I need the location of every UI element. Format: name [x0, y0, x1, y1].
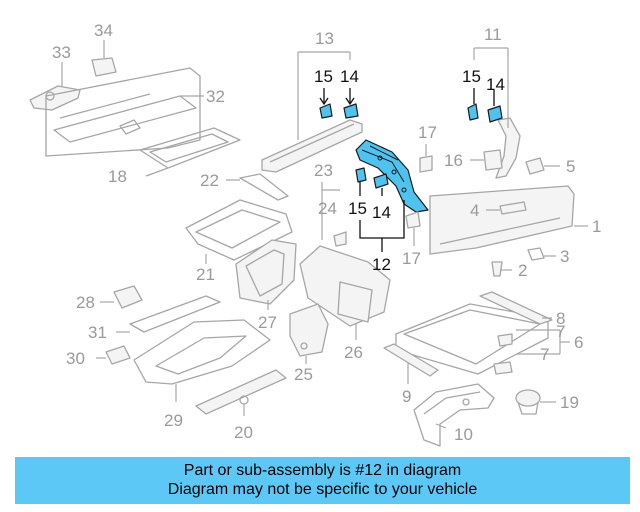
- part-20-bar: [195, 369, 287, 416]
- part-2-clip: [491, 261, 512, 277]
- callout-17-upper: 17: [418, 123, 437, 142]
- part-8-strip: [479, 291, 553, 325]
- part-12-highlighted-panel: [355, 139, 429, 213]
- callout-27: 27: [258, 313, 277, 332]
- part-29-floor-mat: [133, 319, 271, 402]
- part-26-panel: [299, 245, 391, 340]
- part-21-tray: [185, 199, 293, 264]
- clip-15-left: [319, 88, 333, 119]
- callout-22: 22: [200, 171, 219, 190]
- part-13-rail: [261, 51, 363, 173]
- callout-9: 9: [402, 387, 411, 406]
- callout-23: 23: [314, 161, 333, 180]
- clip-14-right: [487, 90, 503, 123]
- clip-15-right: [467, 88, 479, 121]
- part-27-side-trim: [235, 239, 297, 310]
- callout-15-left: 15: [314, 67, 333, 86]
- clip-14-left: [343, 88, 359, 119]
- callout-32: 32: [206, 87, 225, 106]
- callout-21: 21: [196, 265, 215, 284]
- part-7-clip: [493, 333, 513, 375]
- bracket-12: [359, 200, 405, 252]
- part-24-clip: [333, 231, 347, 247]
- callout-14-left: 14: [340, 67, 359, 86]
- callout-15-right: 15: [462, 67, 481, 86]
- callout-6: 6: [574, 333, 583, 352]
- callout-1: 1: [592, 217, 601, 236]
- part-22-strip: [226, 173, 289, 201]
- clip-15-center: [355, 167, 367, 196]
- part-info-banner: Part or sub-assembly is #12 in diagram D…: [15, 457, 630, 504]
- part-18-panel: [139, 127, 241, 177]
- callout-5: 5: [566, 157, 575, 176]
- callout-14-right: 14: [486, 75, 505, 94]
- callout-3: 3: [560, 247, 569, 266]
- part-1-rear-panel: [429, 185, 588, 255]
- callout-34: 34: [94, 21, 113, 40]
- callout-14-center: 14: [372, 203, 391, 222]
- part-17-upper: [419, 144, 433, 173]
- callout-19: 19: [560, 393, 579, 412]
- clip-14-center: [373, 173, 389, 196]
- part-5-clip: [525, 157, 560, 175]
- callout-24: 24: [318, 199, 337, 218]
- part-19-bumper-stop: [515, 389, 556, 415]
- part-9-sill: [383, 343, 439, 384]
- callout-16: 16: [444, 151, 463, 170]
- part-23-bracket: [321, 182, 340, 240]
- callout-17-lower: 17: [402, 249, 421, 268]
- callout-30: 30: [66, 349, 85, 368]
- banner-line-2: Diagram may not be specific to your vehi…: [167, 481, 478, 498]
- callout-31: 31: [88, 323, 107, 342]
- part-33-bracket: [29, 62, 81, 111]
- callout-8: 8: [556, 309, 565, 328]
- callout-26: 26: [344, 343, 363, 362]
- callout-12: 12: [372, 255, 391, 274]
- callout-25: 25: [294, 365, 313, 384]
- part-30-clip: [96, 345, 131, 365]
- callout-15-center: 15: [348, 199, 367, 218]
- part-28-box: [100, 285, 143, 309]
- part-17-lower: [405, 211, 421, 246]
- callout-10: 10: [454, 425, 473, 444]
- callout-20: 20: [234, 423, 253, 442]
- callout-4: 4: [470, 201, 479, 220]
- part-31-mat: [116, 295, 221, 333]
- part-32-shelf-frame: [45, 67, 204, 157]
- part-10-wheelhouse: [413, 383, 495, 447]
- callout-2: 2: [518, 261, 527, 280]
- callout-28: 28: [76, 293, 95, 312]
- part-3-clip: [527, 247, 556, 261]
- callout-7-upper: 7: [556, 322, 565, 341]
- callout-29: 29: [164, 411, 183, 430]
- callout-7-lower: 7: [540, 345, 549, 364]
- part-34-module: [91, 40, 117, 77]
- banner-line-1: Part or sub-assembly is #12 in diagram: [183, 462, 462, 479]
- part-25-block: [289, 303, 329, 364]
- callout-13: 13: [315, 29, 334, 48]
- callout-11: 11: [484, 25, 502, 44]
- callout-33: 33: [52, 43, 71, 62]
- part-16-clip: [470, 149, 503, 171]
- callout-18: 18: [108, 167, 127, 186]
